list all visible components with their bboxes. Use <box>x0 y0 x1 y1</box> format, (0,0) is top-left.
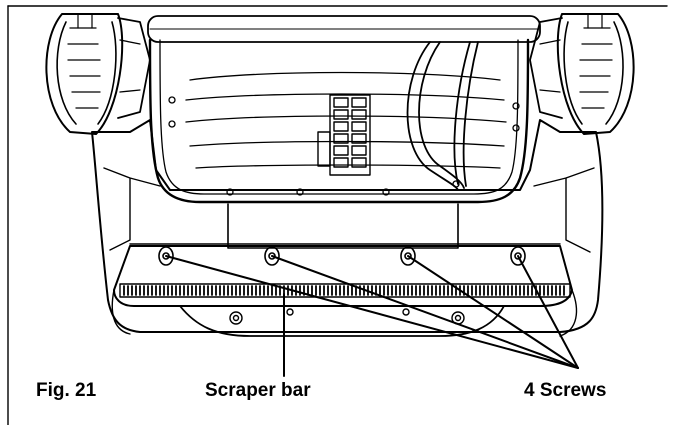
right-wheel-hub <box>529 17 563 119</box>
right-side-housing <box>533 167 595 253</box>
deck-ribs <box>185 71 507 169</box>
scraper-bar-label: Scraper bar <box>205 380 311 401</box>
power-cables <box>406 41 479 191</box>
deck-small-screws <box>168 96 520 196</box>
screw-3 <box>400 246 416 266</box>
figure-number: Fig. 21 <box>36 380 97 401</box>
blade-housing-bolts <box>229 308 465 325</box>
scraper-slots <box>123 285 565 296</box>
screw-4 <box>510 246 526 266</box>
scraper-screws <box>158 246 526 266</box>
connector-block <box>317 94 371 176</box>
left-side-housing <box>103 167 161 251</box>
mower-body-outline <box>91 119 604 333</box>
right-wheel <box>556 13 635 135</box>
handle-frame-loop <box>148 38 530 204</box>
left-wheel <box>45 13 124 135</box>
handle-crossbar <box>147 15 541 43</box>
lower-housing-plate <box>227 203 459 249</box>
blade-housing <box>179 305 505 337</box>
screws-label: 4 Screws <box>524 380 607 401</box>
scraper-bar <box>113 245 573 307</box>
screw-2 <box>264 246 280 266</box>
screws-leader-lines <box>165 255 579 369</box>
left-wheel-hub <box>117 17 151 119</box>
